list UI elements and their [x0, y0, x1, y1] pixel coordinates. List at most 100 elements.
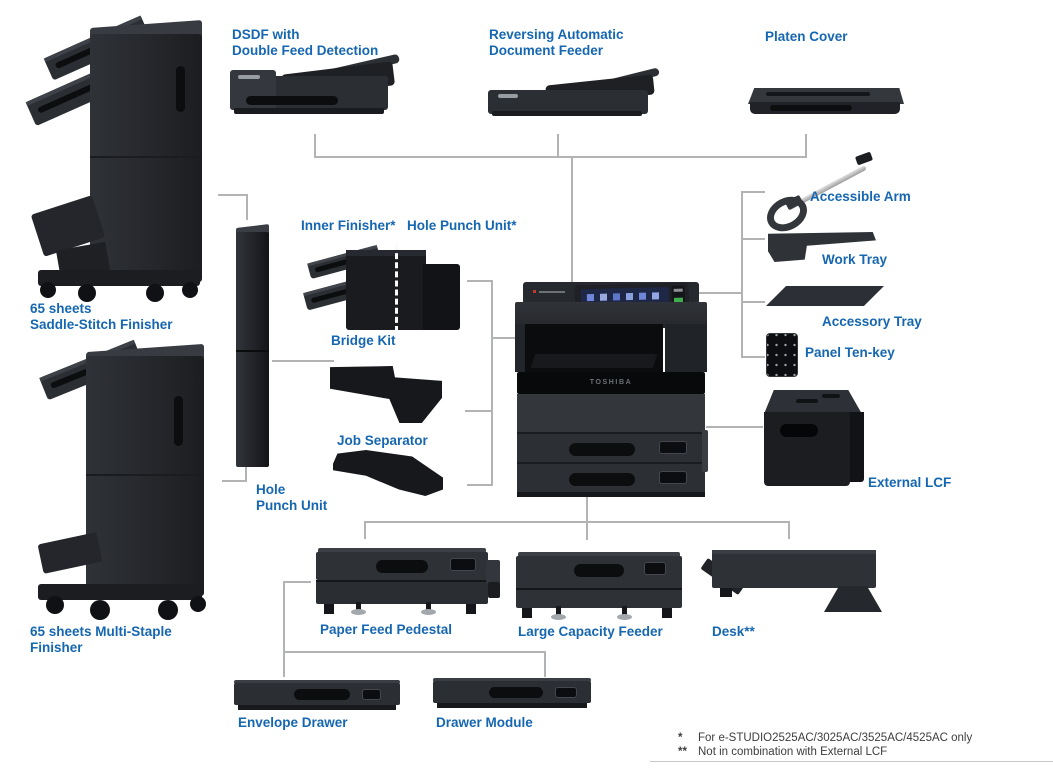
- external-lcf-image: [764, 390, 866, 490]
- pedestal-lower: [316, 582, 488, 604]
- caster: [182, 282, 198, 298]
- connector-bottom-tick-left: [364, 521, 366, 539]
- tower-slot: [176, 66, 185, 112]
- finisher-tower: [90, 34, 202, 282]
- label-radf: Reversing Automatic Document Feeder: [489, 27, 624, 58]
- mfp-scanner-deck: [515, 302, 707, 328]
- connector-stub-worktray: [741, 238, 765, 240]
- drawer-badge: [659, 441, 687, 454]
- connector-tick-envelope: [283, 651, 285, 677]
- label-platen-cover: Platen Cover: [765, 29, 848, 44]
- connector-pedestal-stub: [283, 581, 311, 583]
- drawer-handle: [569, 473, 635, 486]
- connector-mfp-accessory: [690, 292, 743, 294]
- mfp-brand-band: TOSHIBA: [517, 372, 705, 394]
- mfp-output-cavity: [525, 324, 663, 372]
- label-large-capacity-feeder: Large Capacity Feeder: [518, 624, 663, 639]
- label-drawer-module: Drawer Module: [436, 715, 533, 730]
- connector-ssf-holepunch-v: [246, 194, 248, 220]
- pedestal-upper: [316, 552, 488, 580]
- drawer-module-image: [433, 678, 595, 710]
- connector-stub-mfp-left: [491, 337, 517, 339]
- finisher-base: [38, 584, 202, 600]
- drawer-badge: [644, 562, 666, 575]
- dsdf-image: [230, 53, 401, 118]
- label-bridge-kit: Bridge Kit: [331, 333, 396, 348]
- label-dsdf: DSDF with Double Feed Detection: [232, 27, 379, 58]
- label-accessible-arm: Accessible Arm: [810, 189, 911, 204]
- job-separator-image: [333, 450, 443, 496]
- accessible-arm-image: [760, 146, 874, 238]
- drawer-badge: [450, 558, 476, 571]
- drawer-front: [433, 681, 591, 703]
- envelope-drawer-image: [234, 680, 404, 712]
- drawer-handle: [569, 443, 635, 456]
- drawer-front: [234, 683, 400, 705]
- desk-body: [712, 550, 876, 588]
- finisher-tower: [86, 356, 204, 596]
- caster: [190, 596, 206, 612]
- adjuster-foot: [551, 614, 566, 620]
- connector-holepunch-bottom-h: [222, 480, 247, 482]
- lcf-handle: [780, 424, 818, 437]
- drawer-handle: [574, 564, 624, 577]
- adjuster-foot: [421, 609, 436, 615]
- label-hole-punch-unit-star: Hole Punch Unit*: [407, 218, 517, 233]
- label-panel-ten-key: Panel Ten-key: [805, 345, 895, 360]
- label-saddle-stitch-finisher: 65 sheets Saddle-Stitch Finisher: [30, 301, 173, 332]
- finisher-body: [346, 250, 426, 330]
- footnote-text: For e-STUDIO2525AC/3025AC/3525AC/4525AC …: [698, 732, 973, 744]
- label-accessory-tray: Accessory Tray: [822, 314, 922, 329]
- drawer-badge: [362, 689, 381, 700]
- connector-stub-tenkey: [741, 356, 765, 358]
- drawer-handle: [294, 689, 350, 700]
- bottom-rule: [650, 761, 1053, 762]
- side-tab: [486, 560, 500, 584]
- mfp-side-tab: [702, 430, 708, 472]
- label-desk: Desk**: [712, 624, 755, 639]
- connector-tick-radf: [557, 134, 559, 158]
- saddle-stitch-finisher-image: [25, 8, 208, 302]
- multi-staple-finisher-image: [28, 332, 218, 622]
- adjuster-foot: [617, 614, 632, 620]
- label-envelope-drawer: Envelope Drawer: [238, 715, 348, 730]
- connector-mfp-lcf: [706, 426, 763, 428]
- footnote-row: * For e-STUDIO2525AC/3025AC/3525AC/4525A…: [678, 731, 1048, 745]
- connector-stub-bridge-kit: [465, 410, 493, 412]
- finisher-base: [38, 270, 200, 286]
- caster: [46, 596, 64, 614]
- caster: [40, 282, 56, 298]
- footnote-marker: **: [678, 746, 687, 759]
- hole-punch-section: [423, 264, 460, 330]
- connector-tick-drawermodule: [544, 651, 546, 677]
- connector-stub-arm: [741, 191, 765, 193]
- adjuster-foot: [351, 609, 366, 615]
- inner-finisher-image: [303, 238, 460, 332]
- connector-bottom-bus: [364, 521, 790, 523]
- connector-left-bus: [491, 280, 493, 486]
- caster: [78, 284, 96, 302]
- connector-tick-platen: [805, 134, 807, 158]
- footnote-row: ** Not in combination with External LCF: [678, 745, 1048, 759]
- connector-mfp-bottom-drop: [586, 496, 588, 540]
- paper-feed-pedestal-image: [316, 548, 500, 616]
- footnotes: * For e-STUDIO2525AC/3025AC/3525AC/4525A…: [678, 731, 1048, 760]
- connector-stub-job-separator: [467, 484, 493, 486]
- accessory-tray-image: [766, 286, 884, 306]
- caster: [90, 600, 110, 620]
- label-inner-finisher: Inner Finisher*: [301, 218, 396, 233]
- connector-drawer-bus-v: [283, 581, 285, 653]
- mfp-image: TOSHIBA: [515, 280, 708, 497]
- desk-image: [700, 546, 884, 614]
- label-paper-feed-pedestal: Paper Feed Pedestal: [320, 622, 453, 637]
- drawer-handle: [489, 687, 543, 698]
- caster: [158, 600, 178, 620]
- caster: [146, 284, 164, 302]
- label-external-lcf: External LCF: [868, 475, 952, 490]
- connector-bottom-tick-right: [788, 521, 790, 539]
- brand-logo-text: TOSHIBA: [589, 379, 633, 386]
- mfp-drawer-1: [517, 432, 705, 464]
- label-multi-staple-finisher: 65 sheets Multi-Staple Finisher: [30, 624, 172, 655]
- footnote-marker: *: [678, 732, 683, 744]
- platen-cover-image: [748, 88, 904, 118]
